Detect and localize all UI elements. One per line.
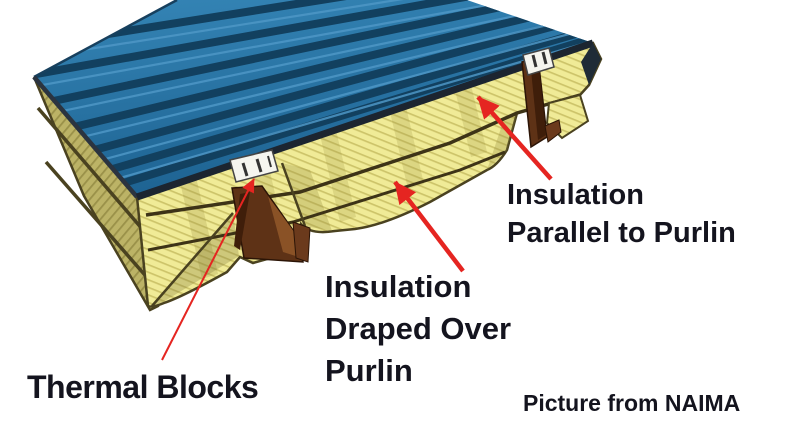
annotation-arrows [161,95,553,361]
label-insulation-draped-line2: Draped Over [325,311,512,346]
insulation-seam-lower [147,150,506,252]
roof-back-edge [33,0,178,79]
purlin-center [231,185,311,263]
left-face-seam [36,106,152,240]
label-thermal-blocks: Thermal Blocks [27,369,259,405]
label-picture-credit: Picture from NAIMA [523,390,741,416]
batt-edge [280,162,307,227]
thermal-block-right [522,47,555,76]
roof-eave-edge [135,39,595,201]
batt-edge [151,212,234,307]
label-insulation-draped: Insulation Draped Over Purlin [325,266,511,392]
arrow-insulation-draped [393,180,465,273]
right-end-section [521,43,601,149]
arrow-insulation-parallel [476,95,553,181]
label-insulation-draped-line1: Insulation [325,269,472,304]
label-insulation-parallel-line1: Insulation [507,179,644,211]
label-insulation-parallel: Insulation Parallel to Purlin [507,176,736,252]
thermal-block-center [229,149,279,183]
left-face-seam [44,160,160,292]
label-insulation-draped-line3: Purlin [325,353,413,388]
arrow-thermal-blocks [161,178,255,361]
roof-left-edge [32,75,139,199]
label-insulation-parallel-line2: Parallel to Purlin [507,217,736,249]
right-fascia [581,43,601,85]
